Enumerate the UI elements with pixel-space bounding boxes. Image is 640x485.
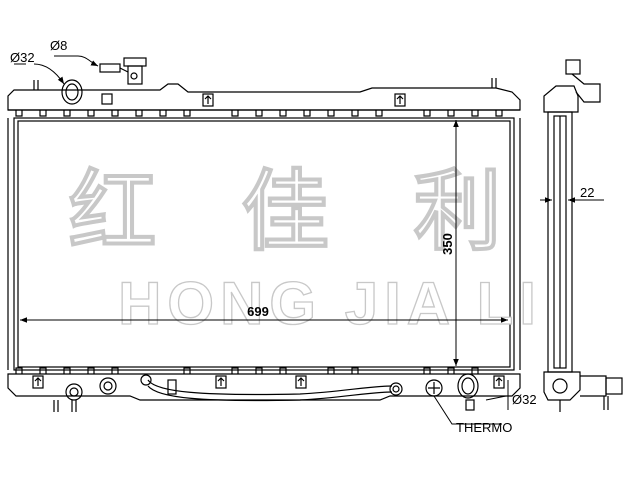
outlet-diameter-label: Ø32 [512,392,537,407]
filler-cap [99,57,147,85]
bottom-tank [7,367,521,412]
thermo-leader [433,395,502,425]
watermark: 红 佳 利 HONG JIA LI [68,161,542,337]
thickness-label: 22 [580,185,594,200]
inlet-leader [14,63,64,84]
front-view [7,57,521,412]
dimension-labels: 699 350 22 Ø32 Ø8 Ø32 THERMO [10,38,594,435]
overflow-leader [54,55,99,67]
radiator-core [7,117,521,371]
side-view [543,59,623,412]
height-label: 350 [440,233,455,255]
dimensions [14,55,604,425]
thermo-sensor [425,379,443,397]
watermark-latin: HONG JIA LI [118,270,542,337]
outlet-leader [485,395,507,401]
top-tank [7,78,521,117]
watermark-chinese: 红 佳 利 [69,162,532,261]
width-label: 699 [247,304,269,319]
overflow-diameter-label: Ø8 [50,38,67,53]
outlet-pipe [457,373,479,399]
inlet-pipe [61,79,83,105]
thermo-label: THERMO [456,420,512,435]
inlet-diameter-label: Ø32 [10,50,35,65]
